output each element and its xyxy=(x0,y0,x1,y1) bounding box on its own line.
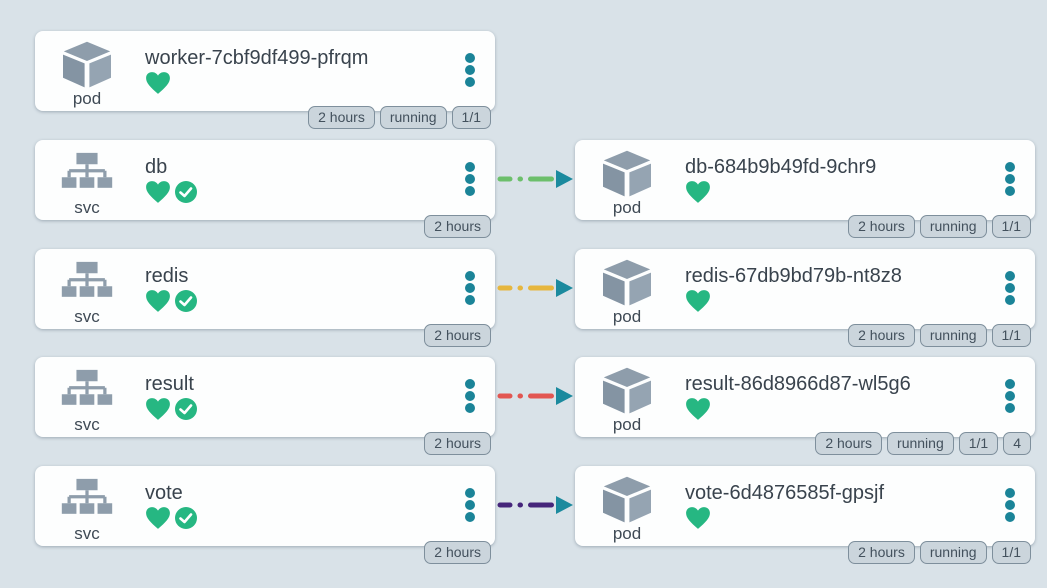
pod-cube-icon xyxy=(61,41,113,89)
arrowhead-icon xyxy=(556,279,573,297)
heart-icon xyxy=(685,180,711,209)
badge-age: 2 hours xyxy=(848,541,915,564)
node-type-label: pod xyxy=(612,415,642,434)
arrowhead-icon xyxy=(556,170,573,188)
node-card-result-pod[interactable]: pod result-86d8966d87-wl5g6 2 hours runn… xyxy=(575,357,1035,455)
node-card-redis-pod[interactable]: pod redis-67db9bd79b-nt8z8 2 hours runni… xyxy=(575,249,1035,347)
kebab-menu-icon[interactable] xyxy=(1004,379,1016,413)
node-title: db xyxy=(145,156,168,178)
badge-age: 2 hours xyxy=(424,541,491,564)
heart-icon xyxy=(145,289,171,318)
badge-age: 2 hours xyxy=(848,324,915,347)
node-title: vote xyxy=(145,482,183,504)
node-type: pod xyxy=(59,41,115,107)
badge-ready: 1/1 xyxy=(991,541,1031,564)
edge-result-svc-to-pod xyxy=(497,384,575,408)
node-title: vote-6d4876585f-gpsjf xyxy=(685,482,885,504)
node-title: result-86d8966d87-wl5g6 xyxy=(685,373,911,395)
node-type: svc xyxy=(59,150,115,216)
node-title: worker-7cbf9df499-pfrqm xyxy=(145,47,369,69)
node-type-label: pod xyxy=(72,89,102,108)
heart-icon xyxy=(145,397,171,426)
node-type: svc xyxy=(59,367,115,433)
edge-redis-svc-to-pod xyxy=(497,276,575,300)
node-card-db-pod[interactable]: pod db-684b9b49fd-9chr9 2 hours running … xyxy=(575,140,1035,238)
node-type: pod xyxy=(599,259,655,325)
node-title: result xyxy=(145,373,194,395)
badge-status: running xyxy=(379,106,447,129)
pod-cube-icon xyxy=(601,259,653,307)
pod-cube-icon xyxy=(601,476,653,524)
badge-age: 2 hours xyxy=(424,215,491,238)
node-title: db-684b9b49fd-9chr9 xyxy=(685,156,877,178)
badge-status: running xyxy=(887,432,954,455)
badge-status: running xyxy=(919,541,987,564)
kebab-menu-icon[interactable] xyxy=(464,488,476,522)
badge-status: running xyxy=(919,215,987,238)
kebab-menu-icon[interactable] xyxy=(464,53,476,87)
pod-cube-icon xyxy=(601,150,653,198)
heart-icon xyxy=(145,71,171,100)
node-card-redis-svc[interactable]: svc redis 2 hours xyxy=(35,249,495,347)
heart-icon xyxy=(685,397,711,426)
badge-ready: 1/1 xyxy=(991,215,1031,238)
badge-age: 2 hours xyxy=(848,215,915,238)
kebab-menu-icon[interactable] xyxy=(1004,271,1016,305)
heart-icon xyxy=(685,506,711,535)
badge-status: running xyxy=(919,324,987,347)
badge-ready: 1/1 xyxy=(451,106,491,129)
node-card-result-svc[interactable]: svc result 2 hours xyxy=(35,357,495,455)
node-card-vote-svc[interactable]: svc vote 2 hours xyxy=(35,466,495,564)
kebab-menu-icon[interactable] xyxy=(464,162,476,196)
badge-ready: 1/1 xyxy=(958,432,999,455)
service-tree-icon xyxy=(61,150,113,198)
badge-age: 2 hours xyxy=(424,324,491,347)
kebab-menu-icon[interactable] xyxy=(464,271,476,305)
heart-icon xyxy=(685,289,711,318)
service-tree-icon xyxy=(61,367,113,415)
kebab-menu-icon[interactable] xyxy=(1004,162,1016,196)
badge-count: 4 xyxy=(1003,432,1031,455)
node-card-vote-pod[interactable]: pod vote-6d4876585f-gpsjf 2 hours runnin… xyxy=(575,466,1035,564)
node-title: redis xyxy=(145,265,189,287)
check-circle-icon xyxy=(174,180,198,209)
node-type-label: svc xyxy=(74,198,100,217)
check-circle-icon xyxy=(174,397,198,426)
node-type-label: pod xyxy=(612,524,642,543)
node-card-worker-pod[interactable]: pod worker-7cbf9df499-pfrqm 2 hours runn… xyxy=(35,31,495,129)
badge-ready: 1/1 xyxy=(991,324,1031,347)
node-card-db-svc[interactable]: svc db 2 hours xyxy=(35,140,495,238)
edge-vote-svc-to-pod xyxy=(497,493,575,517)
edge-db-svc-to-pod xyxy=(497,167,575,191)
arrowhead-icon xyxy=(556,387,573,405)
heart-icon xyxy=(145,506,171,535)
node-type-label: pod xyxy=(612,307,642,326)
node-type-label: svc xyxy=(74,307,100,326)
check-circle-icon xyxy=(174,289,198,318)
service-tree-icon xyxy=(61,259,113,307)
kebab-menu-icon[interactable] xyxy=(1004,488,1016,522)
node-type: svc xyxy=(59,476,115,542)
badge-age: 2 hours xyxy=(815,432,883,455)
node-type: pod xyxy=(599,150,655,216)
node-type-label: svc xyxy=(74,524,100,543)
badge-age: 2 hours xyxy=(308,106,375,129)
node-type-label: svc xyxy=(74,415,100,434)
kebab-menu-icon[interactable] xyxy=(464,379,476,413)
node-type: svc xyxy=(59,259,115,325)
pod-cube-icon xyxy=(601,367,653,415)
arrowhead-icon xyxy=(556,496,573,514)
node-title: redis-67db9bd79b-nt8z8 xyxy=(685,265,902,287)
check-circle-icon xyxy=(174,506,198,535)
service-tree-icon xyxy=(61,476,113,524)
heart-icon xyxy=(145,180,171,209)
node-type: pod xyxy=(599,476,655,542)
node-type: pod xyxy=(599,367,655,433)
node-type-label: pod xyxy=(612,198,642,217)
badge-age: 2 hours xyxy=(424,432,491,455)
